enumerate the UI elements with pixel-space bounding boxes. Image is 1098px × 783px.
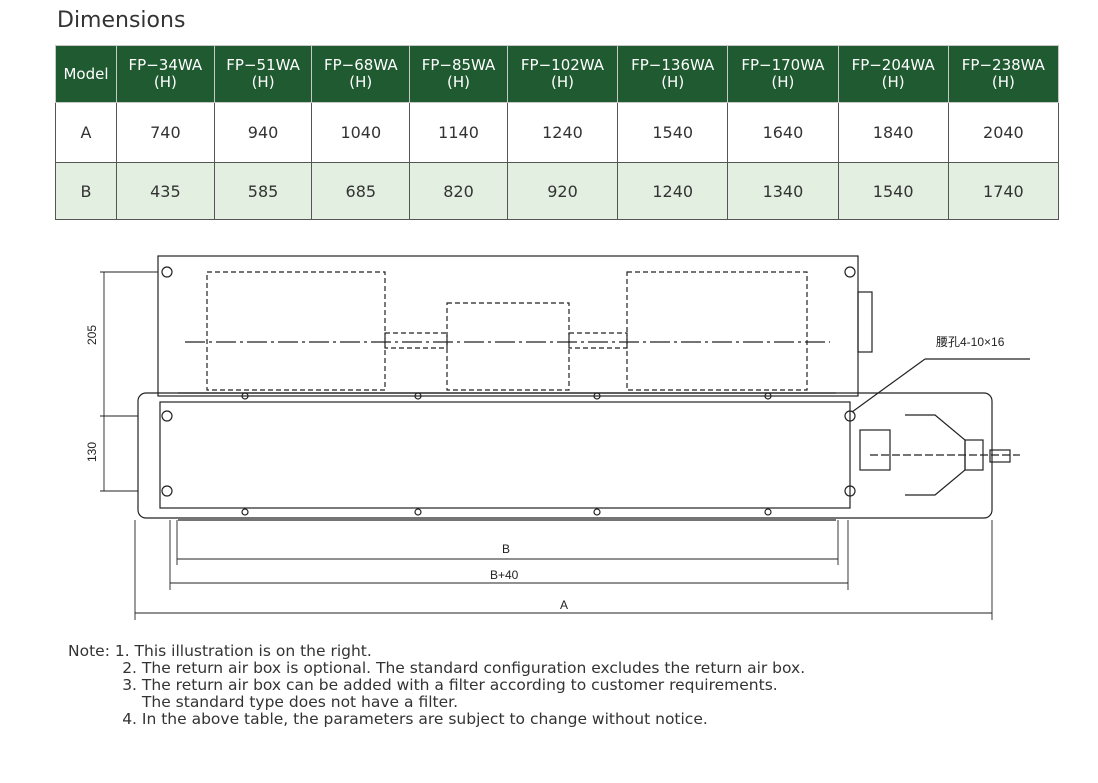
dimension-lines — [100, 271, 993, 620]
row-label: A — [55, 102, 117, 163]
table-cell: 2040 — [947, 102, 1060, 163]
model-name: FP−85WA — [421, 56, 496, 74]
model-header-1: FP−51WA(H) — [213, 45, 313, 103]
table-header-row: Model FP−34WA(H)FP−51WA(H)FP−68WA(H)FP−8… — [55, 45, 1060, 103]
model-header-6: FP−170WA(H) — [727, 45, 839, 103]
table-cell: 1240 — [617, 162, 729, 220]
model-variant: (H) — [661, 73, 685, 91]
table-cell: 1540 — [837, 162, 949, 220]
model-variant: (H) — [550, 73, 574, 91]
table-cell: 435 — [116, 162, 215, 220]
model-header-7: FP−204WA(H) — [837, 45, 949, 103]
table-cell: 1340 — [727, 162, 839, 220]
notes: Note: 1. This illustration is on the rig… — [68, 643, 805, 728]
model-variant: (H) — [991, 73, 1015, 91]
side-bracket — [857, 291, 873, 353]
table-cell: 685 — [311, 162, 411, 220]
table-cell: 1640 — [727, 102, 839, 163]
model-name: FP−68WA — [323, 56, 398, 74]
table-cell: 1840 — [837, 102, 949, 163]
fan-housing — [157, 255, 859, 397]
model-header: Model — [55, 45, 117, 103]
dim-a-label: A — [560, 598, 568, 612]
table-cell: 585 — [213, 162, 313, 220]
table-cell: 1740 — [947, 162, 1060, 220]
table-cell: 1140 — [409, 102, 508, 163]
model-name: FP−102WA — [520, 56, 605, 74]
note-line: Note: 1. This illustration is on the rig… — [68, 642, 372, 660]
table-cell: 820 — [409, 162, 508, 220]
front-panel — [159, 401, 851, 509]
mount-holes — [161, 266, 856, 516]
model-variant: (H) — [153, 73, 177, 91]
return-air-box — [137, 392, 993, 519]
valve-assembly — [859, 414, 1020, 496]
fan-outlines — [206, 271, 808, 391]
model-header-8: FP−238WA(H) — [947, 45, 1060, 103]
model-name: FP−170WA — [741, 56, 825, 74]
table-cell: 1240 — [506, 102, 619, 163]
note-line: 2. The return air box is optional. The s… — [68, 659, 806, 677]
section-title: Dimensions — [57, 8, 186, 33]
note-line: 3. The return air box can be added with … — [68, 676, 778, 694]
note-line: 4. In the above table, the parameters ar… — [68, 710, 708, 728]
model-name: FP−136WA — [631, 56, 715, 74]
model-variant: (H) — [349, 73, 373, 91]
model-variant: (H) — [251, 73, 275, 91]
model-header-3: FP−85WA(H) — [409, 45, 508, 103]
row-label: B — [55, 162, 117, 220]
model-header-5: FP−136WA(H) — [617, 45, 729, 103]
table-cell: 940 — [213, 102, 313, 163]
leader-line — [851, 358, 926, 413]
dim-130-label: 130 — [85, 442, 99, 462]
dim-205-label: 205 — [85, 325, 99, 345]
table-cell: 1040 — [311, 102, 411, 163]
table-cell: 920 — [506, 162, 619, 220]
dimensions-table: Model FP−34WA(H)FP−51WA(H)FP−68WA(H)FP−8… — [55, 45, 1060, 220]
dim-b40-label: B+40 — [490, 568, 519, 582]
dim-b-label: B — [502, 542, 510, 556]
note-line: The standard type does not have a filter… — [68, 693, 459, 711]
hole-label: 腰孔4-10×16 — [936, 335, 1005, 349]
model-header-0: FP−34WA(H) — [116, 45, 215, 103]
table-cell: 1540 — [617, 102, 729, 163]
model-name: FP−51WA — [226, 56, 300, 74]
model-header-4: FP−102WA(H) — [506, 45, 619, 103]
model-variant: (H) — [447, 73, 470, 91]
model-variant: (H) — [771, 73, 795, 91]
model-name: FP−204WA — [851, 56, 935, 74]
model-variant: (H) — [881, 73, 905, 91]
model-header-2: FP−68WA(H) — [311, 45, 411, 103]
model-name: FP−34WA — [128, 56, 203, 74]
model-name: FP−238WA — [961, 56, 1045, 74]
